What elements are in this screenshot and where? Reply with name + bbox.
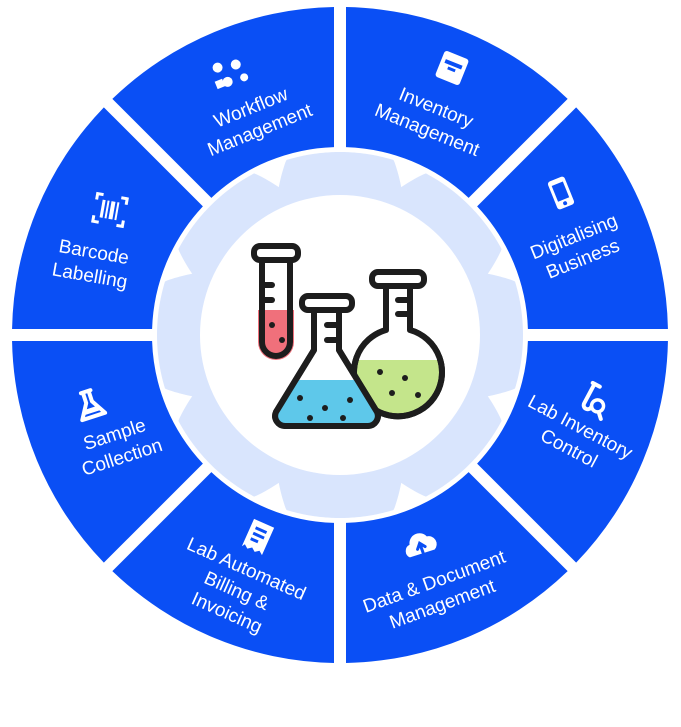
- erlenmeyer-flask-cap: [299, 293, 355, 313]
- mobile-phone-icon: [547, 176, 575, 210]
- segment-billing: [112, 472, 335, 663]
- segment-sample: [12, 340, 203, 563]
- test-tube-search-icon: [581, 380, 606, 421]
- cloud-upload-icon: [405, 533, 437, 558]
- invoice-receipt-icon: [241, 518, 275, 556]
- segments-group: [12, 7, 668, 663]
- round-flask-cap: [369, 269, 427, 289]
- segment-labinv: [477, 340, 668, 563]
- barcode-scan-icon: [91, 191, 129, 229]
- test-tube-cap: [251, 243, 301, 263]
- inventory-box-icon: [435, 51, 469, 85]
- erlenmeyer-flask-liquid: [275, 380, 378, 426]
- workflow-icon: [212, 59, 249, 90]
- flask-icon: [78, 388, 108, 423]
- segment-workflow: [112, 7, 335, 198]
- lab-flasks-icon: [251, 243, 445, 429]
- segment-datadoc: [345, 472, 568, 663]
- segment-digital: [477, 107, 668, 330]
- test-tube-liquid: [258, 310, 294, 360]
- segment-inventory: [345, 7, 568, 198]
- segment-barcode: [12, 107, 203, 330]
- test-tube-body: [259, 255, 293, 359]
- segment-icons: [78, 51, 606, 558]
